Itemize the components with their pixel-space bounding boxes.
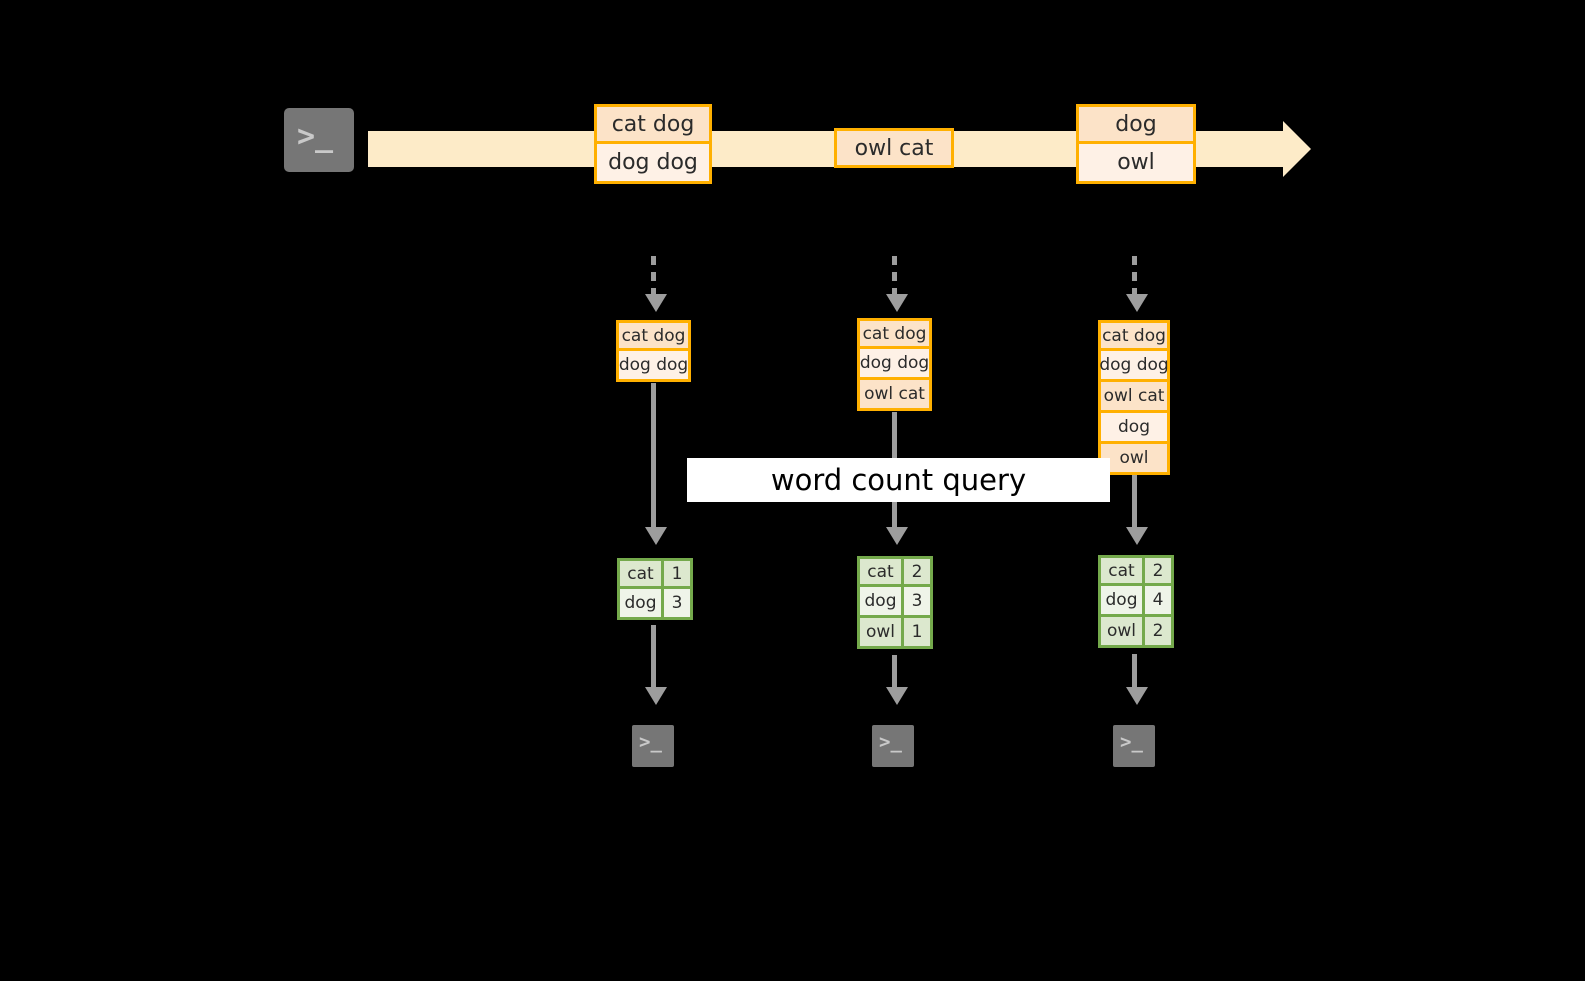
result-count: 1 <box>664 558 693 589</box>
result-word: dog <box>1098 586 1145 617</box>
dashed-connector-1 <box>651 256 656 294</box>
stream-event-2: owl cat <box>834 128 954 168</box>
dashed-connector-3 <box>1132 256 1137 294</box>
terminal-prompt-glyph: >_ <box>639 731 662 753</box>
arrowhead-icon <box>1126 687 1148 705</box>
result-word: cat <box>1098 555 1145 586</box>
terminal-prompt-glyph: >_ <box>1120 731 1143 753</box>
result-row: cat 2 <box>1098 555 1174 586</box>
stream-event-line: dog dog <box>594 144 712 184</box>
accumulated-state-2: cat dog dog dog owl cat <box>857 318 932 411</box>
arrowhead-icon <box>1126 294 1148 312</box>
arrowhead-icon <box>1126 527 1148 545</box>
result-row: cat 2 <box>857 556 933 587</box>
result-count: 1 <box>904 618 933 649</box>
query-label-banner: word count query <box>687 458 1110 502</box>
state-row: dog dog <box>616 351 691 382</box>
state-row: dog dog <box>1098 351 1170 382</box>
result-word: dog <box>617 589 664 620</box>
stream-arrowhead-icon <box>1283 121 1311 177</box>
sink-connector-1 <box>651 625 656 687</box>
terminal-prompt-glyph: >_ <box>297 119 334 154</box>
sink-terminal-icon-1: >_ <box>625 718 681 774</box>
arrowhead-icon <box>886 294 908 312</box>
stream-event-1: cat dog dog dog <box>594 104 712 184</box>
result-count: 2 <box>904 556 933 587</box>
state-row: owl cat <box>1098 382 1170 413</box>
query-connector-1 <box>651 383 656 527</box>
accumulated-state-1: cat dog dog dog <box>616 320 691 382</box>
arrowhead-icon <box>645 294 667 312</box>
result-table-1: cat 1 dog 3 <box>617 558 693 620</box>
sink-terminal-icon-3: >_ <box>1106 718 1162 774</box>
arrowhead-icon <box>645 687 667 705</box>
state-row: owl cat <box>857 380 932 411</box>
arrowhead-icon <box>886 527 908 545</box>
state-row: cat dog <box>616 320 691 351</box>
result-count: 3 <box>904 587 933 618</box>
stream-event-3: dog owl <box>1076 104 1196 184</box>
sink-connector-2 <box>892 655 897 687</box>
result-row: owl 1 <box>857 618 933 649</box>
stream-event-line: dog <box>1076 104 1196 144</box>
state-row: dog <box>1098 413 1170 444</box>
stream-event-line: cat dog <box>594 104 712 144</box>
source-terminal-icon: >_ <box>275 99 363 181</box>
state-row: cat dog <box>1098 320 1170 351</box>
query-connector-3 <box>1132 475 1137 527</box>
result-count: 4 <box>1145 586 1174 617</box>
result-count: 3 <box>664 589 693 620</box>
result-count: 2 <box>1145 555 1174 586</box>
sink-terminal-icon-2: >_ <box>865 718 921 774</box>
result-table-3: cat 2 dog 4 owl 2 <box>1098 555 1174 648</box>
result-row: dog 3 <box>857 587 933 618</box>
arrowhead-icon <box>645 527 667 545</box>
accumulated-state-3: cat dog dog dog owl cat dog owl <box>1098 320 1170 475</box>
result-row: cat 1 <box>617 558 693 589</box>
result-count: 2 <box>1145 617 1174 648</box>
stream-event-line: owl <box>1076 144 1196 184</box>
result-word: cat <box>617 558 664 589</box>
result-word: owl <box>857 618 904 649</box>
terminal-prompt-glyph: >_ <box>879 731 902 753</box>
result-row: owl 2 <box>1098 617 1174 648</box>
state-row: cat dog <box>857 318 932 349</box>
result-word: cat <box>857 556 904 587</box>
result-row: dog 4 <box>1098 586 1174 617</box>
stream-event-line: owl cat <box>834 128 954 168</box>
arrowhead-icon <box>886 687 908 705</box>
result-row: dog 3 <box>617 589 693 620</box>
sink-connector-3 <box>1132 654 1137 687</box>
result-word: dog <box>857 587 904 618</box>
result-word: owl <box>1098 617 1145 648</box>
result-table-2: cat 2 dog 3 owl 1 <box>857 556 933 649</box>
state-row: dog dog <box>857 349 932 380</box>
dashed-connector-2 <box>892 256 897 294</box>
